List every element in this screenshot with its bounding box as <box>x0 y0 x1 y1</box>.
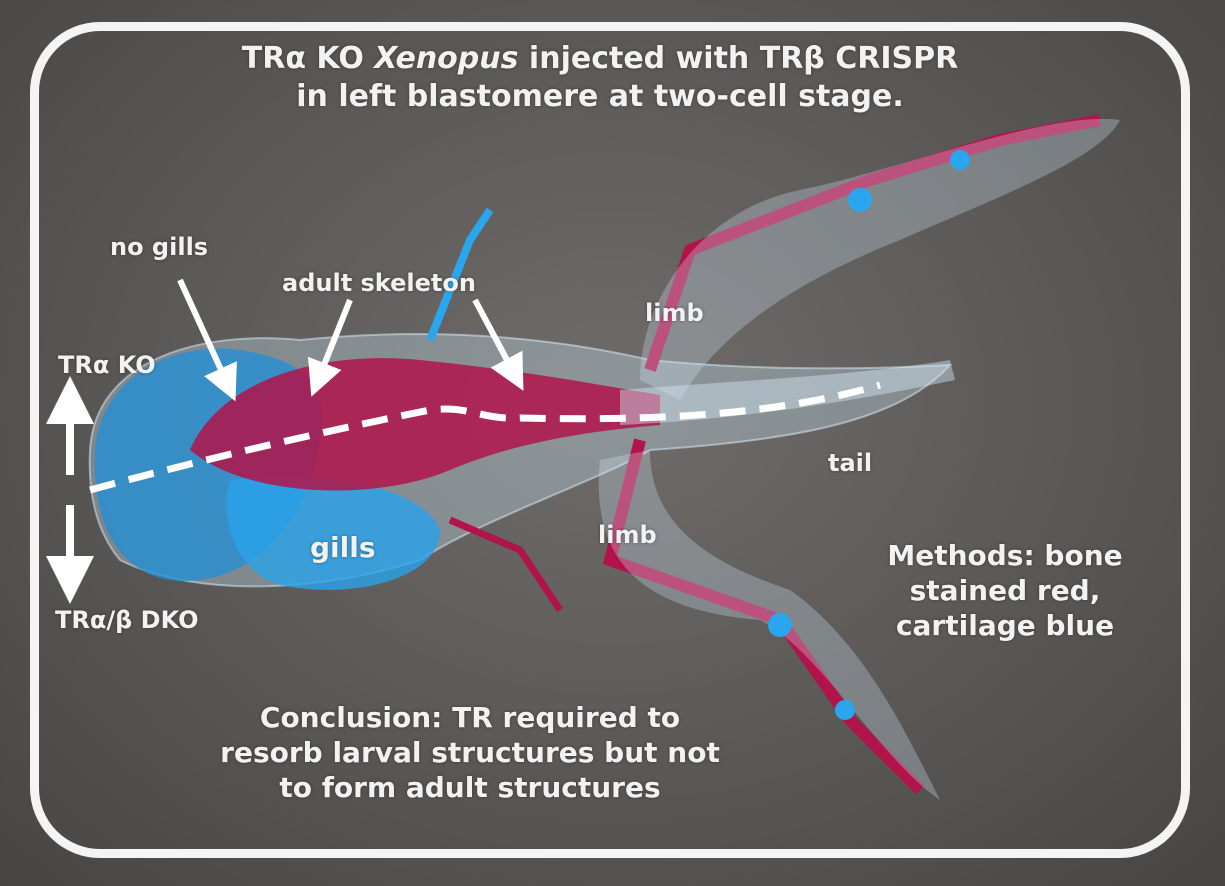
methods-line: stained red, <box>909 574 1101 607</box>
forelimb-upper <box>426 207 494 342</box>
trunk-bone <box>190 358 660 491</box>
title-line2: in left blastomere at two-cell stage. <box>296 78 904 114</box>
conclusion-line: resorb larval structures but not <box>220 736 720 769</box>
label-limb-lower: limb <box>598 521 657 549</box>
gills-cartilage <box>226 476 440 590</box>
forelimb-lower <box>448 516 563 612</box>
label-no-gills: no gills <box>110 233 209 261</box>
methods-line: Methods: bone <box>887 539 1123 572</box>
title-species: Xenopus <box>374 41 519 76</box>
label-limb-upper: limb <box>645 299 704 327</box>
label-dko: TRα/β DKO <box>55 606 199 634</box>
conclusion-line: to form adult structures <box>279 771 661 804</box>
label-adult-skeleton: adult skeleton <box>282 269 476 297</box>
label-gills: gills <box>310 531 376 564</box>
label-tail: tail <box>828 449 873 477</box>
conclusion-line: Conclusion: TR required to <box>259 701 681 734</box>
methods-line: cartilage blue <box>895 609 1115 642</box>
tail <box>620 360 955 425</box>
title-part: TRα KO <box>241 41 375 76</box>
upper-limb <box>644 114 1102 372</box>
label-tra-ko: TRα KO <box>58 351 156 379</box>
arrow-adult-skeleton-left <box>307 298 353 397</box>
arrow-adult-skeleton-right <box>472 298 524 391</box>
midline-dashed <box>89 381 881 494</box>
figure-title: TRα KO Xenopus injected with TRβ CRISPR … <box>150 40 1050 115</box>
rounded-frame <box>30 22 1190 858</box>
methods-text: Methods: bone stained red, cartilage blu… <box>830 538 1180 643</box>
conclusion-text: Conclusion: TR required to resorb larval… <box>150 700 790 805</box>
title-part: injected with TRβ CRISPR <box>518 41 959 76</box>
arrow-no-gills <box>177 278 237 402</box>
